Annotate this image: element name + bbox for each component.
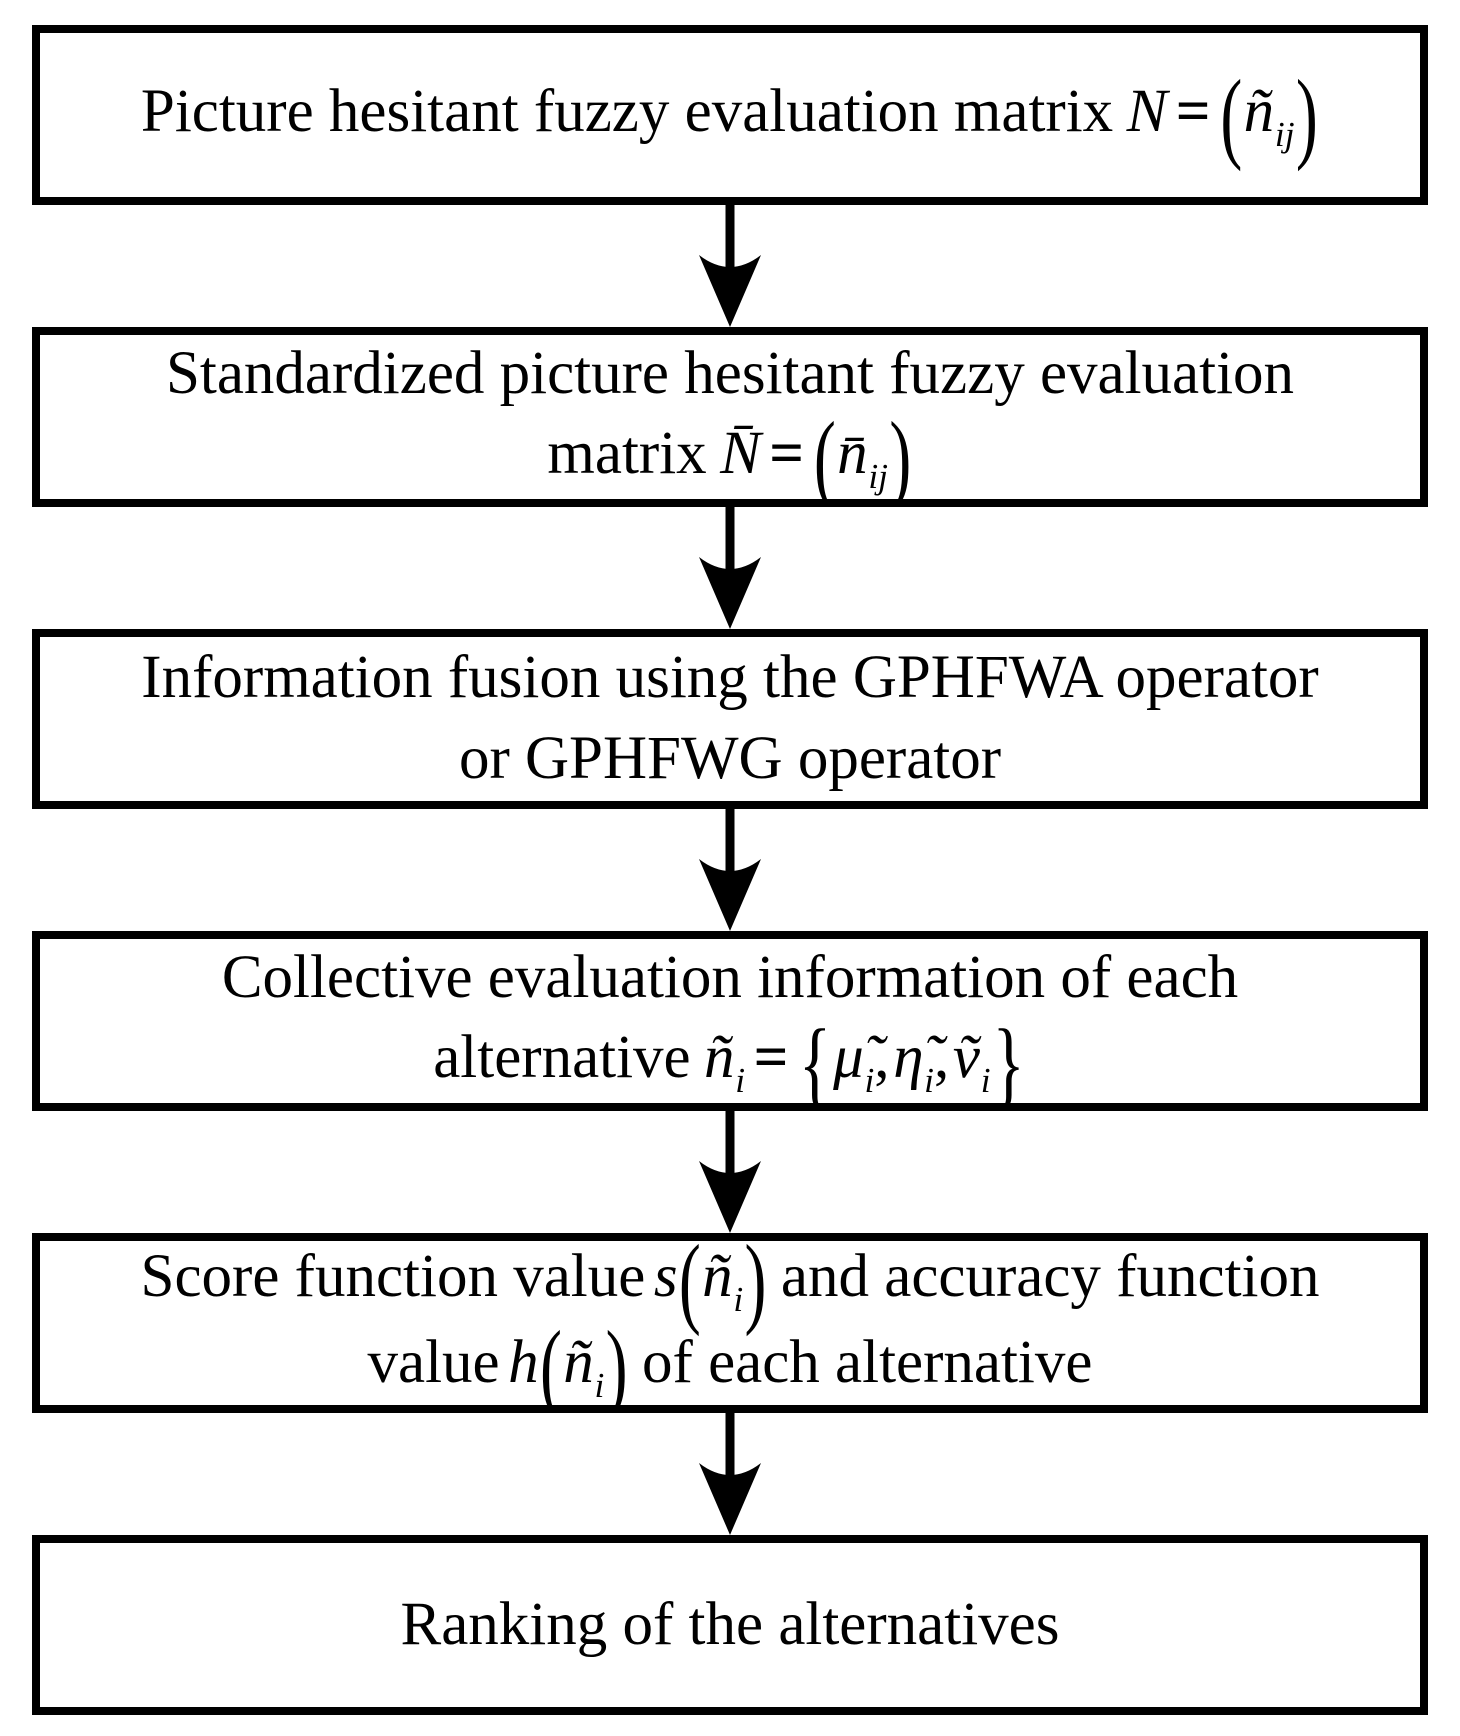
flow-box-evaluation-matrix: Picture hesitant fuzzy evaluation matrix… bbox=[32, 25, 1428, 205]
box2-text2: matrix bbox=[547, 420, 707, 488]
subscript-i: i bbox=[594, 1364, 605, 1405]
down-arrow-icon bbox=[699, 809, 761, 931]
down-arrow-icon bbox=[699, 1413, 761, 1535]
flow-box-information-fusion: Information fusion using the GPHFWA oper… bbox=[32, 629, 1428, 809]
subscript-i: i bbox=[924, 1060, 935, 1101]
math-var-n-tilde: ñ bbox=[704, 1024, 735, 1092]
equals-sign: = bbox=[753, 1024, 789, 1092]
math-var-eta-tilde: η̃ bbox=[893, 1024, 924, 1092]
box5-text1: Score function value bbox=[140, 1243, 646, 1311]
box4-line1: Collective evaluation information of eac… bbox=[221, 939, 1239, 1018]
close-brace: } bbox=[992, 1008, 1025, 1111]
down-arrow-icon bbox=[699, 1111, 761, 1233]
comma: , bbox=[934, 1024, 950, 1092]
math-func-h: h bbox=[508, 1329, 539, 1396]
box4-text1: Collective evaluation information of eac… bbox=[221, 943, 1239, 1011]
box4-text2: alternative bbox=[433, 1024, 691, 1092]
down-arrow-icon bbox=[699, 507, 761, 629]
box1-line: Picture hesitant fuzzy evaluation matrix… bbox=[140, 65, 1319, 167]
flow-box-ranking: Ranking of the alternatives bbox=[32, 1535, 1428, 1715]
subscript-i: i bbox=[980, 1060, 991, 1101]
open-paren: ( bbox=[539, 1310, 562, 1413]
math-var-N: N bbox=[1126, 78, 1168, 146]
subscript-i: i bbox=[864, 1060, 875, 1101]
box5-text2: and accuracy function bbox=[780, 1243, 1320, 1311]
subscript-ij: ij bbox=[1274, 114, 1295, 155]
close-paren: ) bbox=[605, 1310, 628, 1413]
math-var-N-bar: N̄ bbox=[720, 420, 761, 488]
comma: , bbox=[874, 1024, 890, 1092]
flow-arrow-1 bbox=[32, 205, 1428, 327]
box2-line1: Standardized picture hesitant fuzzy eval… bbox=[165, 335, 1295, 414]
math-var-v-tilde: ṽ bbox=[952, 1024, 980, 1092]
box3-text1: Information fusion using the GPHFWA oper… bbox=[141, 644, 1319, 712]
flow-box-standardized-matrix: Standardized picture hesitant fuzzy eval… bbox=[32, 327, 1428, 507]
down-arrow-icon bbox=[699, 205, 761, 327]
box2-text1: Standardized picture hesitant fuzzy eval… bbox=[165, 339, 1295, 407]
open-paren: ( bbox=[813, 401, 836, 507]
close-paren: ) bbox=[889, 401, 912, 507]
box3-text2: or GPHFWG operator bbox=[458, 725, 1002, 792]
flow-arrow-5 bbox=[32, 1413, 1428, 1535]
open-brace: { bbox=[798, 1008, 832, 1111]
open-paren: ( bbox=[678, 1233, 701, 1338]
flow-arrow-3 bbox=[32, 809, 1428, 931]
flow-arrow-2 bbox=[32, 507, 1428, 629]
close-paren: ) bbox=[744, 1233, 767, 1338]
subscript-i: i bbox=[733, 1279, 744, 1320]
math-var-n-tilde: ñ bbox=[563, 1329, 594, 1396]
open-paren: ( bbox=[1220, 59, 1243, 173]
box6-text: Ranking of the alternatives bbox=[400, 1590, 1060, 1658]
math-var-n-tilde: ñ bbox=[1243, 78, 1275, 146]
math-func-s: s bbox=[653, 1243, 678, 1311]
math-var-mu-tilde: μ̃ bbox=[833, 1024, 864, 1092]
close-paren: ) bbox=[1295, 59, 1318, 173]
math-var-n-tilde: ñ bbox=[702, 1243, 733, 1311]
math-var-n-bar: n̄ bbox=[837, 420, 868, 488]
box1-text: Picture hesitant fuzzy evaluation matrix bbox=[140, 78, 1114, 146]
subscript-i: i bbox=[735, 1060, 746, 1101]
equals-sign: = bbox=[1175, 78, 1211, 146]
box5-text4: of each alternative bbox=[642, 1329, 1093, 1396]
box3-line1: Information fusion using the GPHFWA oper… bbox=[141, 638, 1319, 719]
box3-line2: or GPHFWG operator bbox=[459, 719, 1001, 800]
subscript-ij: ij bbox=[868, 456, 889, 497]
box6-line: Ranking of the alternatives bbox=[401, 1585, 1060, 1666]
flow-box-collective-evaluation: Collective evaluation information of eac… bbox=[32, 931, 1428, 1111]
equals-sign: = bbox=[769, 420, 805, 488]
box5-text3: value bbox=[367, 1329, 500, 1396]
flow-arrow-4 bbox=[32, 1111, 1428, 1233]
